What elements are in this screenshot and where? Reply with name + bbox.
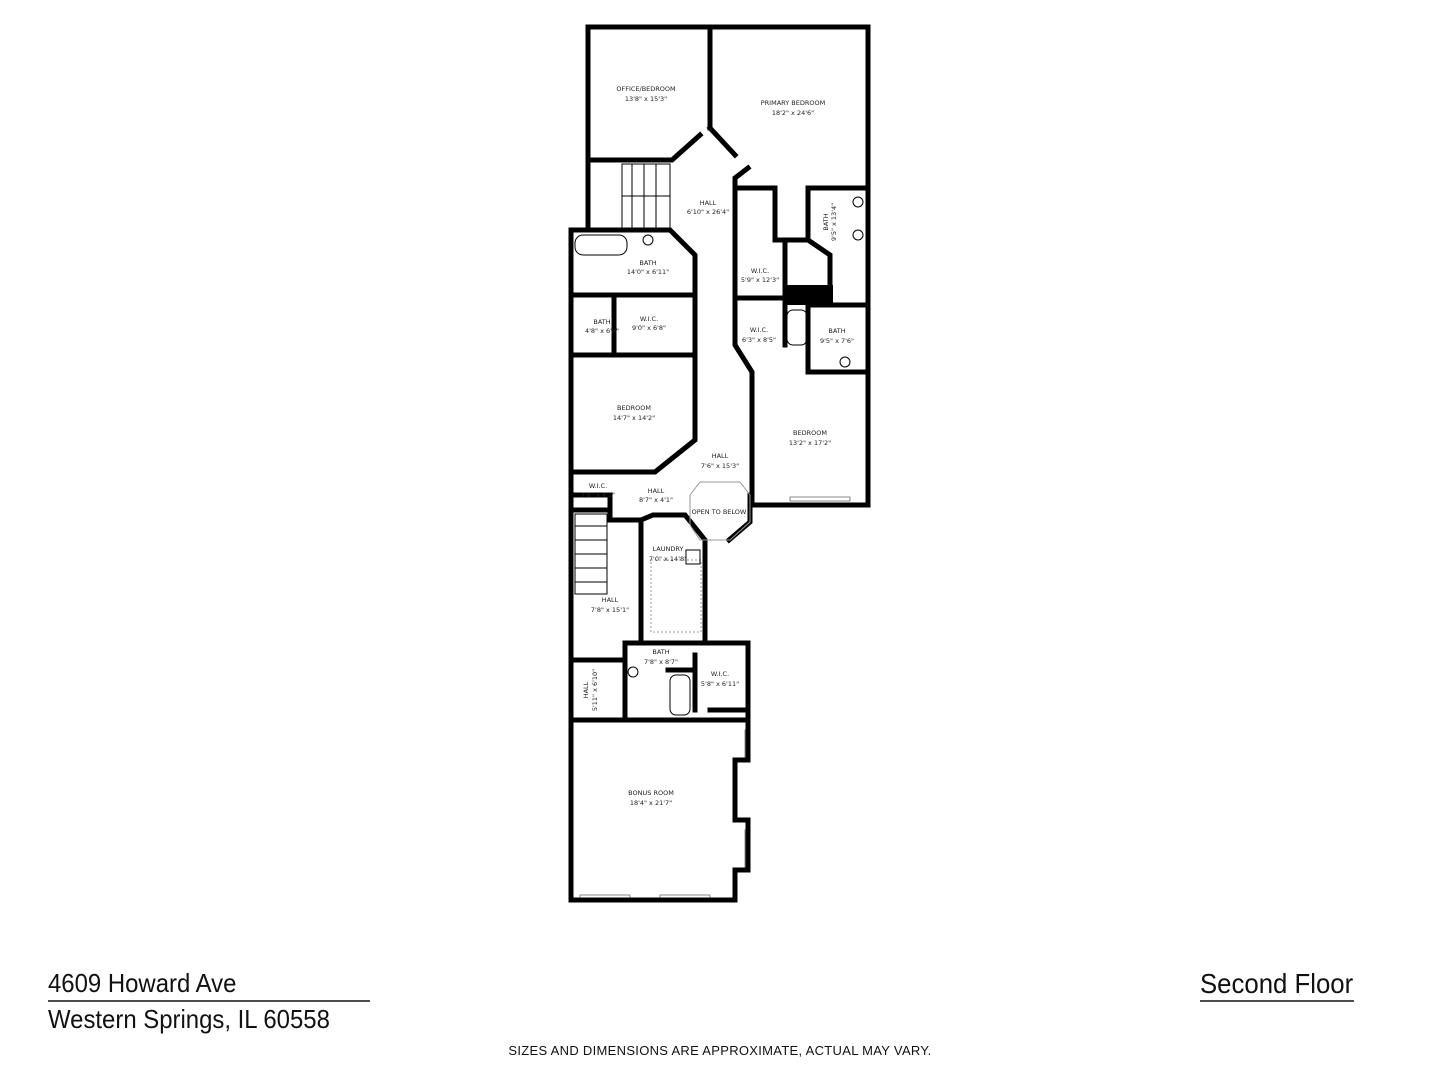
room-name: BONUS ROOM [628, 789, 674, 797]
room-name: HALL [700, 199, 717, 207]
room-size: 9'0" x 6'8" [632, 324, 666, 332]
room-size: 8'7" x 4'1" [639, 496, 673, 504]
fixtures [574, 196, 864, 716]
room-size: 7'6" x 15'3" [701, 462, 739, 470]
room-name: BATH [652, 648, 669, 656]
room-size: 5'9" x 12'3" [741, 276, 779, 284]
room-size: 18'4" x 21'7" [630, 799, 672, 807]
room-size: 9'5" x 13'4" [830, 203, 838, 241]
room-name: BEDROOM [793, 429, 827, 437]
room-size: 4'8" x 6'8" [585, 327, 619, 335]
room-name: W.I.C. [589, 482, 607, 490]
room-name: LAUNDRY [653, 545, 684, 553]
room-name: BATH [828, 327, 845, 335]
floor-label: Second Floor [1200, 968, 1354, 999]
room-name: HALL [712, 452, 729, 460]
room-size: 13'2" x 17'2" [789, 439, 831, 447]
room-name: HALL [582, 681, 590, 698]
room-size: 5'11" x 6'10" [591, 669, 599, 711]
address-line-2: Western Springs, IL 60558 [48, 1004, 330, 1034]
stairs [574, 163, 671, 595]
room-size: 5'8" x 6'11" [701, 680, 739, 688]
room-size: 7'0" x 14'8" [649, 555, 687, 563]
room-name: BATH [822, 213, 830, 230]
room-name: W.I.C. [750, 326, 768, 334]
room-size: 13'8" x 15'3" [625, 95, 667, 103]
room-name: PRIMARY BEDROOM [761, 99, 825, 107]
room-name: BEDROOM [617, 404, 651, 412]
room-name: OPEN TO BELOW [692, 508, 747, 516]
room-labels: OFFICE/BEDROOM 13'8" x 15'3" PRIMARY BED… [581, 85, 854, 807]
room-size: 6'10" x 26'4" [687, 208, 729, 216]
room-size: 14'0" x 6'11" [627, 268, 669, 276]
room-size: 7'8" x 8'7" [644, 658, 678, 666]
room-size: 14'7" x 14'2" [613, 414, 655, 422]
disclaimer: SIZES AND DIMENSIONS ARE APPROXIMATE, AC… [508, 1043, 932, 1058]
address-line-1: 4609 Howard Ave [48, 968, 237, 998]
room-size: 18'2" x 24'6" [772, 109, 814, 117]
room-size: 9'5" x 7'6" [820, 337, 854, 345]
room-name: HALL [648, 487, 665, 495]
chimney [785, 285, 833, 305]
room-name: W.I.C. [711, 670, 729, 678]
room-name: BATH [593, 318, 610, 326]
room-name: OFFICE/BEDROOM [616, 85, 675, 93]
room-name: BATH [639, 259, 656, 267]
room-name: HALL [602, 596, 619, 604]
room-size: 6'3" x 8'5" [742, 336, 776, 344]
room-size: 7'8" x 15'1" [591, 606, 629, 614]
room-name: W.I.C. [640, 315, 658, 323]
room-name: W.I.C. [751, 267, 769, 275]
room-size: 7'8" x 4'1" [581, 491, 615, 499]
